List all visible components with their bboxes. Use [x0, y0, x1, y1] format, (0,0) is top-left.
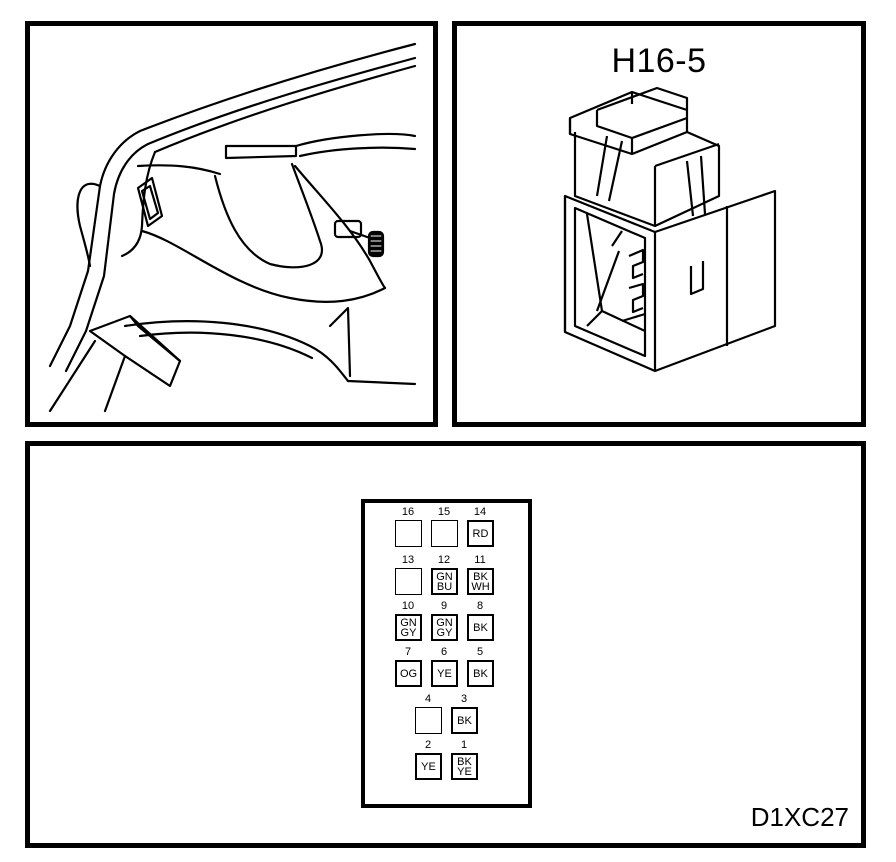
pin-cavity-3: BK [451, 707, 478, 734]
pin-number-1: 1 [460, 739, 468, 751]
pin-cavity-10: GN GY [395, 614, 422, 641]
pin-cavity-14: RD [467, 520, 494, 547]
wire-color-label: BK [473, 667, 488, 680]
wire-color-label: BK YE [457, 755, 472, 778]
pin-number-6: 6 [440, 646, 448, 658]
pin-number-15: 15 [437, 506, 451, 518]
wire-color-label: YE [437, 667, 452, 680]
pin-number-8: 8 [476, 600, 484, 612]
pin-number-4: 4 [424, 693, 432, 705]
wire-color-label: BK [473, 621, 488, 634]
pin-number-10: 10 [401, 600, 415, 612]
pin-number-5: 5 [476, 646, 484, 658]
pin-cavity-4 [415, 707, 442, 734]
wire-color-label: RD [472, 527, 489, 540]
pin-number-7: 7 [404, 646, 412, 658]
vehicle-interior-illustration [48, 42, 417, 413]
pin-number-13: 13 [401, 554, 415, 566]
location-view-panel [25, 21, 438, 427]
pin-cavity-5: BK [467, 660, 494, 687]
pin-number-14: 14 [473, 506, 487, 518]
pin-cavity-13 [395, 568, 422, 595]
pin-cavity-7: OG [395, 660, 422, 687]
pin-cavity-6: YE [431, 660, 458, 687]
diagram-code: D1XC27 [750, 802, 849, 832]
pin-cavity-12: GN BU [431, 568, 458, 595]
pin-number-16: 16 [401, 506, 415, 518]
pin-number-11: 11 [474, 554, 486, 566]
connector-name: H16-5 [611, 42, 707, 80]
wire-color-label: OG [399, 667, 418, 680]
pin-cavity-1: BK YE [451, 753, 478, 780]
pin-number-3: 3 [460, 693, 468, 705]
connector-illustration [563, 86, 777, 373]
wire-color-label: GN GY [400, 616, 417, 639]
pin-number-9: 9 [440, 600, 448, 612]
wire-color-label: YE [421, 760, 436, 773]
wire-color-label: GN BU [436, 570, 453, 593]
wire-color-label: GN GY [436, 616, 453, 639]
wire-color-label: BK [457, 714, 472, 727]
pin-number-2: 2 [424, 739, 432, 751]
pin-cavity-11: BK WH [467, 568, 494, 595]
wire-color-label: BK WH [471, 570, 490, 593]
pin-cavity-2: YE [415, 753, 442, 780]
pin-cavity-9: GN GY [431, 614, 458, 641]
pin-cavity-15 [431, 520, 458, 547]
connector-view-panel: H16-5 [452, 21, 866, 427]
pin-number-12: 12 [437, 554, 451, 566]
pin-cavity-8: BK [467, 614, 494, 641]
pin-cavity-16 [395, 520, 422, 547]
